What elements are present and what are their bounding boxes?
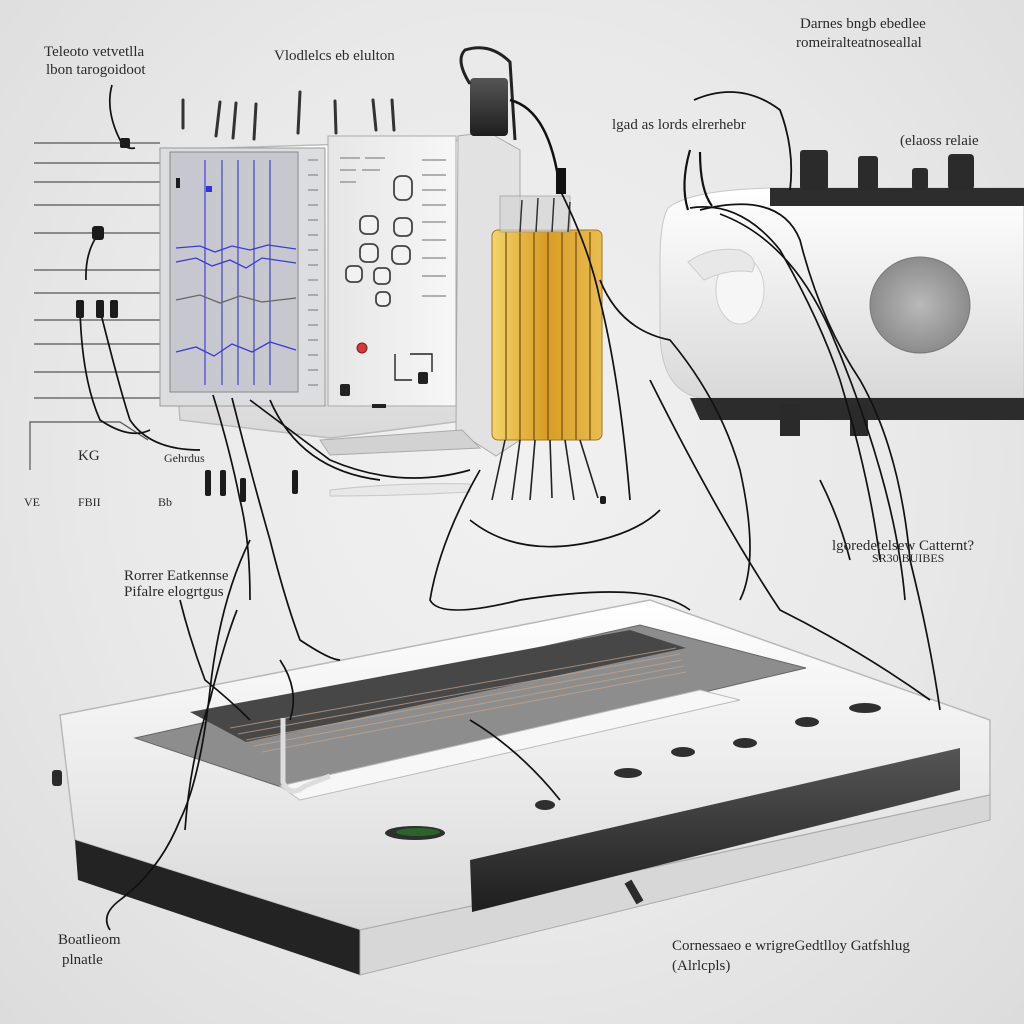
electrode-plug: [470, 78, 508, 136]
label-fbii: FBII: [78, 495, 101, 509]
label-bottom-right-1: Cornessaeo e wrigreGedtlloy Gatfshlug: [672, 938, 910, 954]
monitor-screen: [169, 151, 299, 393]
label-mid-left-1: Rorrer Eatkennse: [124, 568, 229, 584]
label-right-mid-2: SR30 BUIBES: [872, 551, 945, 565]
tray-fiber-lines: [229, 647, 687, 753]
label-ve: VE: [24, 495, 40, 509]
label-bb: Bb: [158, 495, 173, 509]
red-indicator-light: [356, 342, 368, 354]
recording-tray: [52, 599, 991, 976]
scale-ticks: [308, 159, 318, 386]
speaker-grille: [869, 256, 971, 354]
monitor-device: [159, 46, 600, 497]
plug-ends: [76, 138, 606, 504]
label-bottom-right-2: (Alrlcpls): [672, 958, 731, 974]
panel-text-lines: [340, 157, 446, 297]
label-top-right-2: romeiralteatnoseallal: [796, 35, 922, 51]
label-right-mid-1: lgoredetelsew Catternt?: [832, 538, 975, 554]
label-top-center: Vlodlelcs eb elulton: [274, 48, 395, 64]
label-mid-center: lgad as lords elrerhebr: [612, 117, 746, 133]
left-guide-lines: [29, 142, 160, 470]
waveform-traces: [175, 244, 297, 357]
label-gehrdus: Gehrdus: [164, 451, 205, 465]
label-top-left-2: lbon tarogoidoot: [46, 62, 146, 78]
top-pins: [181, 90, 396, 141]
label-kg: KG: [78, 448, 100, 464]
control-knob: [800, 150, 974, 190]
label-top-left-1: Teleoto vetvetlla: [44, 44, 145, 60]
control-knob: [345, 175, 413, 307]
label-mid-right: (elaoss relaie: [900, 133, 979, 149]
label-bottom-left-1: Boatlieom: [58, 932, 121, 948]
screen-grid: [204, 160, 271, 385]
electrode-bundle: [491, 168, 603, 501]
label-top-right-1: Darnes bngb ebedlee: [800, 16, 926, 32]
amplifier-unit: [659, 91, 1024, 436]
label-bottom-left-2: plnatle: [62, 952, 103, 968]
connection-wires: [79, 84, 941, 931]
label-mid-left-2: Pifalre elogrtgus: [124, 584, 224, 600]
